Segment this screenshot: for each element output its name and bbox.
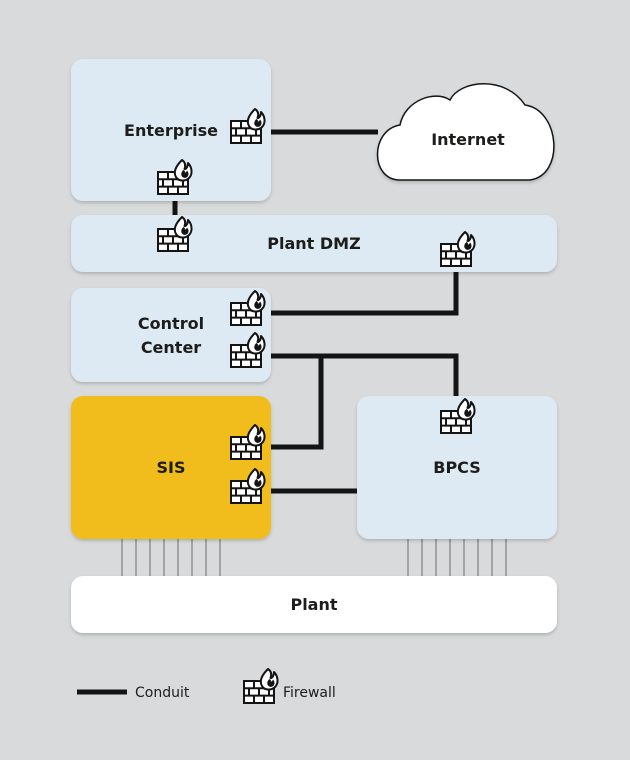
conduit-dmz-control	[262, 266, 459, 316]
legend-firewall-label: Firewall	[283, 685, 336, 701]
conduit-control-bpcs	[262, 353, 459, 400]
legend-conduit-label: Conduit	[135, 685, 190, 701]
conduit-control-sis	[262, 356, 324, 450]
internet-label: Internet	[431, 130, 505, 149]
sis-plant-wires	[121, 538, 221, 576]
plant-dmz-label: Plant DMZ	[267, 234, 360, 253]
plant-zone	[71, 576, 557, 633]
conduits	[172, 129, 459, 494]
control-center-label-line2: Center	[141, 338, 201, 357]
control-center-label-line1: Control	[138, 314, 204, 333]
internet-cloud	[376, 83, 555, 181]
sis-zone	[71, 396, 271, 539]
legend-firewall-icon	[243, 668, 279, 704]
control-center-zone	[71, 288, 271, 382]
enterprise-zone	[71, 59, 271, 201]
bpcs-label: BPCS	[433, 458, 480, 477]
bpcs-plant-wires	[407, 538, 507, 576]
sis-label: SIS	[157, 458, 186, 477]
plant-label: Plant	[290, 595, 337, 614]
enterprise-label: Enterprise	[124, 121, 218, 140]
bpcs-zone	[357, 396, 557, 539]
legend: Conduit Firewall	[77, 668, 336, 704]
